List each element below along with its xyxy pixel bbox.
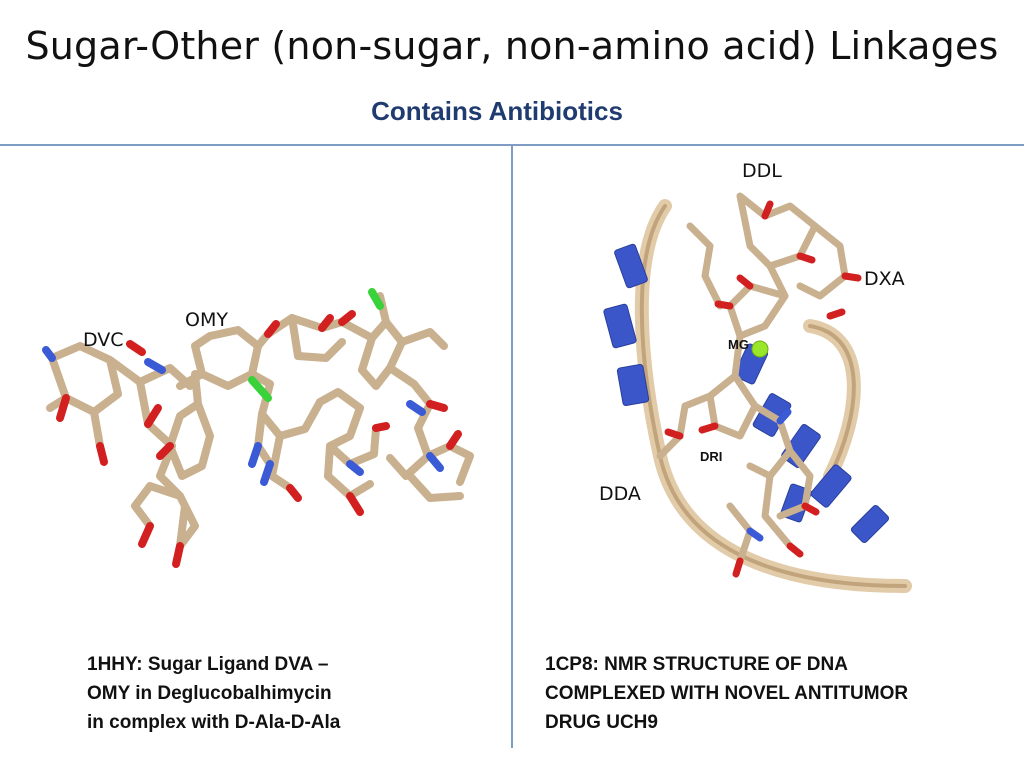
caption-1hhy-line-2: OMY in Deglucobalhimycin [87,683,332,704]
caption-1cp8-line-2: COMPLEXED WITH NOVEL ANTITUMOR [545,683,909,704]
label-dda: DDA [599,483,641,505]
caption-1hhy-line-1: 1HHY: Sugar Ligand DVA – [87,654,329,675]
caption-1cp8-line-1: 1CP8: NMR STRUCTURE OF DNA [545,654,848,675]
caption-1cp8: 1CP8: NMR STRUCTURE OF DNA COMPLEXED WIT… [545,650,908,737]
dna-complex-1cp8-render [603,192,912,593]
horizontal-divider [0,144,1024,146]
slide-subtitle: Contains Antibiotics [371,96,623,126]
label-ddl: DDL [742,160,782,182]
label-omy: OMY [185,309,228,331]
molecule-1hhy-image [30,146,500,636]
magnesium-ion [751,340,769,358]
caption-1hhy-line-3: in complex with D-Ala-D-Ala [87,712,341,733]
molecule-1hhy-render [42,288,474,568]
label-dxa: DXA [864,268,905,290]
slide-title: Sugar-Other (non-sugar, non-amino acid) … [25,24,999,68]
vertical-divider [511,146,513,748]
label-mg: MG [728,337,749,352]
caption-1hhy: 1HHY: Sugar Ligand DVA – OMY in Deglucob… [87,650,340,737]
label-dvc: DVC [83,329,124,351]
caption-1cp8-line-3: DRUG UCH9 [545,712,658,733]
dna-complex-1cp8-image [590,186,920,606]
label-dri: DRI [700,449,723,464]
